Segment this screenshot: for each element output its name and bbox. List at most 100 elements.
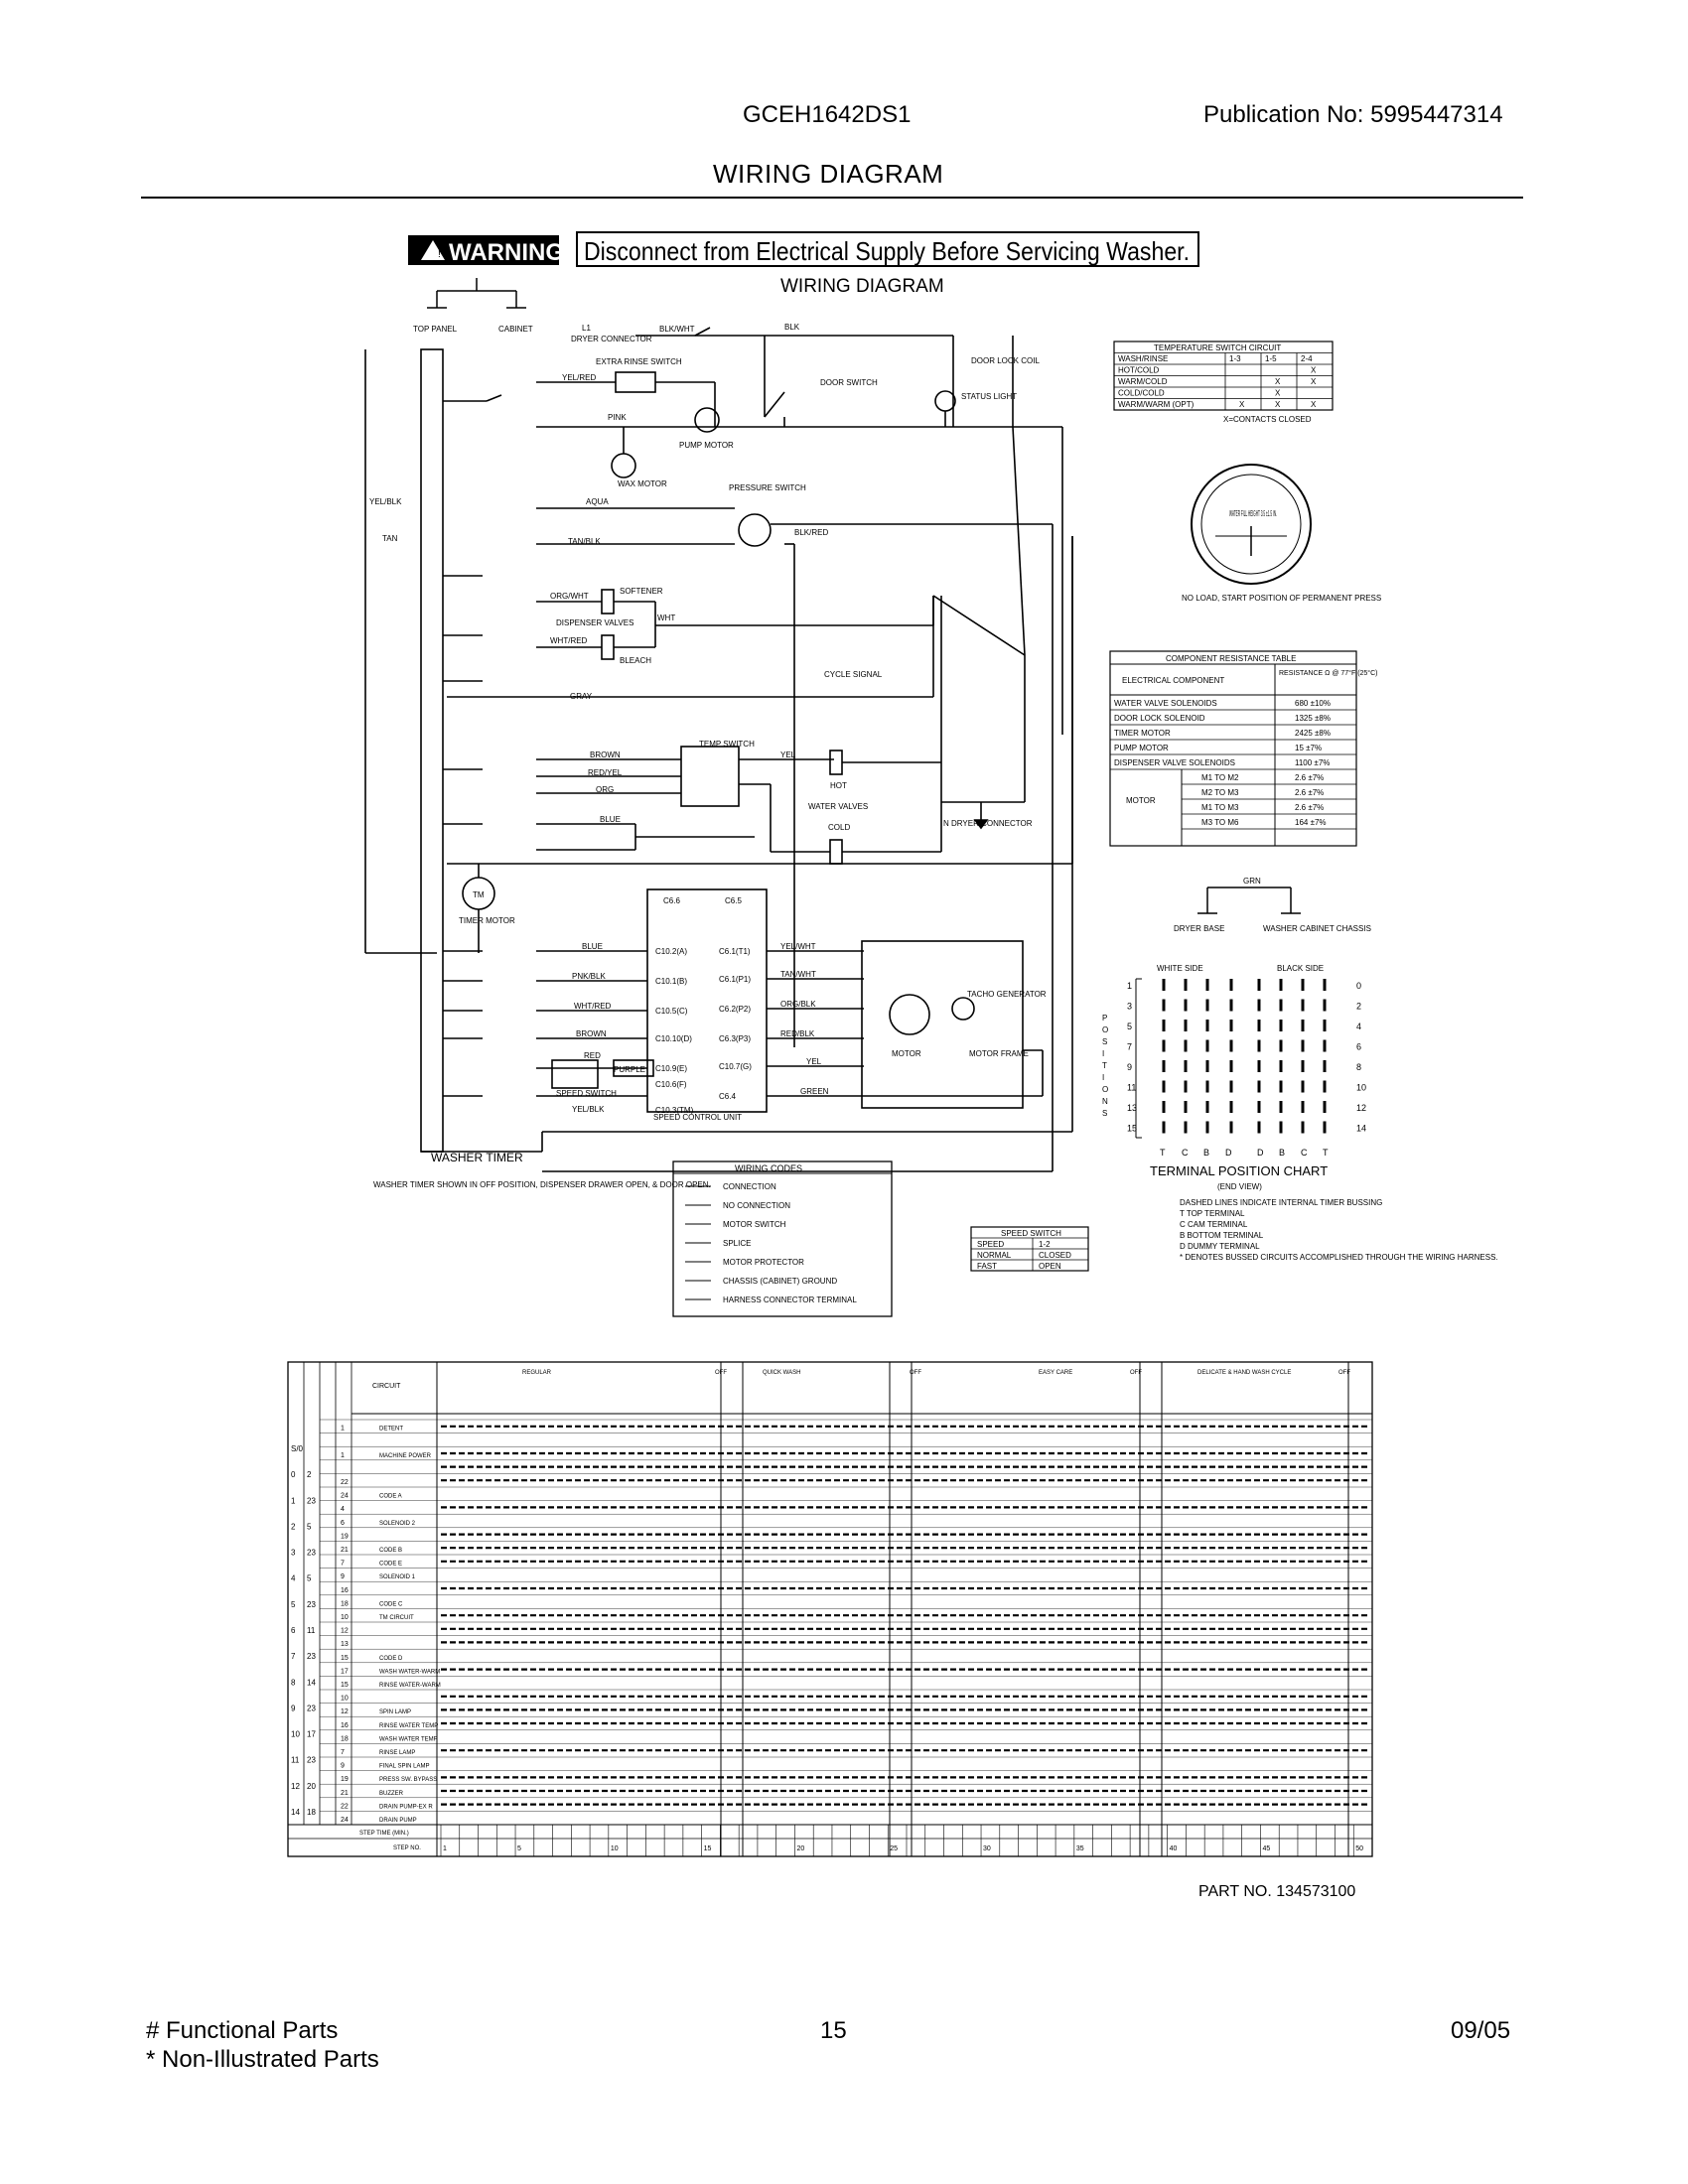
chart-circuit-name: WASH WATER-WARM [379,1669,440,1675]
terminal-bottom-left: T [1160,1148,1166,1158]
chart-circuit-name: RINSE WATER-WARM [379,1683,441,1689]
chart-circuit-name: CODE D [379,1656,403,1662]
positions-letter: O [1102,1085,1108,1094]
positions-letter: T [1102,1061,1107,1070]
model-number: GCEH1642DS1 [743,101,912,128]
wiring-code-item: HARNESS CONNECTOR TERMINAL [723,1296,857,1304]
chart-section-label: EASY CARE [1039,1370,1072,1376]
black-side-label: BLACK SIDE [1277,964,1324,973]
terminal-bar [1323,1060,1327,1072]
tacho-generator-label: TACHO GENERATOR [967,990,1047,999]
chart-circuit-name: FINAL SPIN LAMP [379,1764,429,1770]
scu-left-pin: C10.5(C) [655,1007,688,1016]
wht-red-label-2: WHT/RED [574,1002,612,1011]
scu-right-pin: C10.7(G) [719,1062,752,1071]
terminal-bar [1257,1080,1261,1093]
chart-section-label: OFF [910,1370,921,1376]
org-wht-label: ORG/WHT [550,592,589,601]
terminal-bar [1323,1121,1327,1134]
panel-ground [427,278,526,309]
terminal-bar [1301,979,1305,991]
step-number: 1 [443,1845,447,1852]
temp-table-header: 1-5 [1265,354,1277,363]
temp-table-cell: X [1311,366,1317,375]
tan-blk-label: TAN/BLK [568,537,601,546]
chart-wire-pair: 5 [291,1600,296,1609]
scu-left-pin: C10.10(D) [655,1034,692,1043]
chart-terminal: 1 [341,1452,345,1459]
terminal-bar [1279,1020,1283,1031]
resist-component: PUMP MOTOR [1114,744,1169,752]
scu-top-pin: C6.5 [725,896,742,905]
terminal-bar [1279,999,1283,1012]
l1-label: L1 [582,324,591,333]
chart-terminal: 16 [341,1722,349,1729]
terminal-bar [1301,999,1305,1012]
resist-component: DOOR LOCK SOLENOID [1114,714,1205,723]
temp-table-cell: X [1275,389,1281,398]
chart-terminal: 24 [341,1493,349,1500]
chart-wire-pair: 5 [307,1522,312,1531]
terminal-bottom-left: C [1182,1148,1189,1158]
resist-col2: RESISTANCE Ω @ 77°F (25°C) [1279,669,1378,677]
step-number: 10 [611,1845,619,1852]
blk-label: BLK [784,323,800,332]
terminal-chart-title: TERMINAL POSITION CHART [1150,1163,1328,1178]
positions-letter: I [1102,1073,1104,1082]
door-switch-label: DOOR SWITCH [820,378,878,387]
speed-table-title: SPEED SWITCH [1001,1229,1061,1238]
tan-wht-label: TAN/WHT [780,970,816,979]
step-time-label: STEP TIME (MIN.) [359,1831,409,1837]
terminal-bar [1205,1039,1209,1052]
terminal-bar [1184,1080,1188,1093]
position-number-left: 1 [1127,981,1132,991]
chart-section-label: DELICATE & HAND WASH CYCLE [1197,1370,1291,1376]
positions-letter: I [1102,1049,1104,1058]
chart-circuit-name: SPIN LAMP [379,1709,411,1715]
terminal-bar [1229,1020,1233,1031]
temp-table-cell: X [1311,377,1317,386]
org-label: ORG [596,785,614,794]
terminal-bar [1162,1020,1166,1031]
terminal-bottom-right: T [1323,1148,1329,1158]
chart-wire-pair: 23 [307,1496,316,1505]
schematic-subtitle: WIRING DIAGRAM [780,276,944,297]
chart-wire-pair: 23 [307,1704,316,1712]
door-lock-coil-label: DOOR LOCK COIL [971,356,1040,365]
terminal-bar [1184,1121,1188,1134]
warning-banner: ! WARNING Disconnect from Electrical Sup… [408,231,1199,297]
terminal-bar [1323,1020,1327,1031]
chart-circuit-name: SOLENOID 1 [379,1574,416,1580]
terminal-bar [1301,1121,1305,1134]
temp-table-cell: X [1311,400,1317,409]
resist-table-title: COMPONENT RESISTANCE TABLE [1166,654,1296,663]
schematic-wires [364,327,1073,1172]
wiring-code-item: NO CONNECTION [723,1201,790,1210]
resist-motor-pair: M1 TO M2 [1201,773,1239,782]
green-label: GREEN [800,1087,829,1096]
chart-wire-pair: 14 [291,1808,300,1817]
chart-wire-pair: 11 [291,1756,300,1765]
terminal-bar [1184,1101,1188,1113]
terminal-bar [1205,1020,1209,1031]
position-number-right: 4 [1356,1022,1361,1031]
tm-label: TM [473,890,485,899]
terminal-legend-line: * DENOTES BUSSED CIRCUITS ACCOMPLISHED T… [1180,1253,1498,1262]
cold-label: COLD [828,823,850,832]
terminal-bar [1301,1101,1305,1113]
yel-label: YEL [780,751,796,759]
chart-circuit-name: DRAIN PUMP-EX R [379,1804,433,1810]
chart-wire-pair: 23 [307,1600,316,1609]
terminal-bar [1323,1039,1327,1052]
terminal-bar [1162,1121,1166,1134]
position-number-right: 2 [1356,1002,1361,1012]
resist-motor-value: 2.6 ±7% [1295,773,1324,782]
terminal-bar [1205,979,1209,991]
dryer-base-label: DRYER BASE [1174,924,1224,933]
chart-terminal: 21 [341,1790,349,1797]
position-number-right: 0 [1356,981,1361,991]
chart-wire-pair: 5 [307,1574,312,1583]
